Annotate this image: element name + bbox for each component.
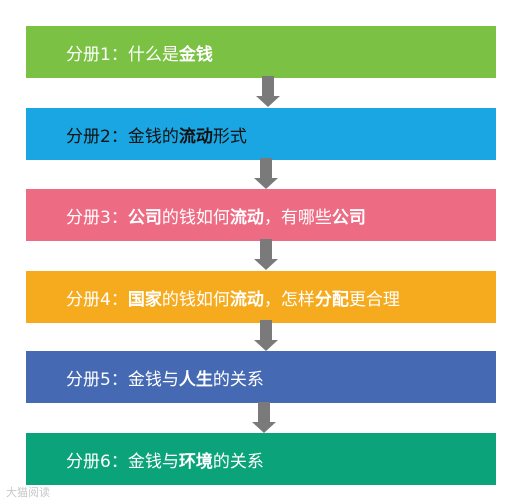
step-label-4: 分册4：国家的钱如何流动，怎样分配更合理 (66, 289, 400, 310)
step-label-5: 分册5：金钱与人生的关系 (66, 369, 264, 390)
step-box-4: 分册4：国家的钱如何流动，怎样分配更合理 (26, 271, 496, 323)
step-label-3: 分册3：公司的钱如何流动，有哪些公司 (66, 207, 366, 228)
step-box-3: 分册3：公司的钱如何流动，有哪些公司 (26, 189, 496, 241)
watermark: 大猫阅读 (6, 486, 50, 499)
step-label-2: 分册2：金钱的流动形式 (66, 126, 247, 147)
step-label-6: 分册6：金钱与环境的关系 (66, 451, 264, 472)
step-box-5: 分册5：金钱与人生的关系 (26, 351, 496, 403)
step-label-1: 分册1：什么是金钱 (66, 44, 213, 65)
step-box-1: 分册1：什么是金钱 (26, 26, 496, 78)
step-box-2: 分册2：金钱的流动形式 (26, 108, 496, 160)
step-box-6: 分册6：金钱与环境的关系 (26, 433, 496, 485)
